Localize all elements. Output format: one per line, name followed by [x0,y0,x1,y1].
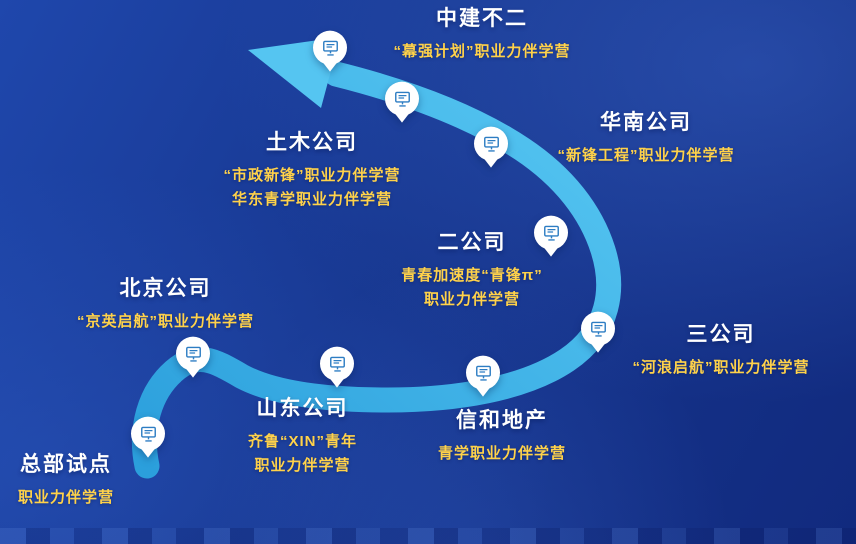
milestone-desc: “新锋工程”职业力伴学营 [557,147,735,165]
map-pin [473,126,509,168]
milestone-xinhe: 信和地产 青学职业力伴学营 [416,408,588,466]
pin-tail [476,387,490,397]
pin-tail [484,158,498,168]
milestone-desc: 职业力伴学营 [423,291,520,309]
milestone-name: 山东公司 [256,397,349,420]
monitor-icon [185,346,201,362]
milestone-desc: 职业力伴学营 [17,489,114,507]
monitor-icon [394,91,410,107]
monitor-icon [543,225,559,241]
milestone-desc: “京英启航”职业力伴学营 [76,313,254,331]
milestone-name: 土木公司 [266,131,358,154]
milestone-desc: 青春加速度“青锋π” [401,267,543,285]
milestone-zhongjianbuer: 中建不二 “幕强计划”职业力伴学营 [362,6,602,64]
monitor-icon [483,136,499,152]
pin-circle [131,416,165,451]
milestone-tumu: 土木公司 “市政新锋”职业力伴学营 华东青学职业力伴学营 [192,130,432,212]
pin-circle [581,311,615,346]
map-pin [533,215,569,257]
milestone-name: 二公司 [437,231,507,254]
city-skyline-strip [0,528,856,544]
monitor-icon [590,321,606,337]
milestone-shandong: 山东公司 齐鲁“XIN”青年 职业力伴学营 [220,396,385,478]
pin-tail [395,113,409,123]
map-pin [580,311,616,353]
milestone-sangongsi: 三公司 “河浪启航”职业力伴学营 [600,322,842,380]
milestone-desc: 齐鲁“XIN”青年 [247,433,357,451]
milestone-name: 信和地产 [456,409,548,432]
map-pin [384,81,420,123]
milestone-desc: “幕强计划”职业力伴学营 [393,43,571,61]
pin-circle [534,215,568,250]
pin-circle [385,81,419,116]
monitor-icon [322,40,338,56]
milestone-name: 北京公司 [119,277,212,300]
pin-circle [466,355,500,390]
milestone-desc: 青学职业力伴学营 [437,445,566,463]
map-pin [130,416,166,458]
pin-tail [141,448,155,458]
milestone-ergongsi: 二公司 青春加速度“青锋π” 职业力伴学营 [372,230,572,312]
milestone-desc: “河浪启航”职业力伴学营 [632,359,810,377]
pin-tail [186,368,200,378]
monitor-icon [329,356,345,372]
milestone-desc: “市政新锋”职业力伴学营 [223,167,401,185]
milestone-huanan: 华南公司 “新锋工程”职业力伴学营 [526,110,766,168]
pin-tail [323,62,337,72]
milestone-name: 华南公司 [600,111,692,134]
pin-tail [544,247,558,257]
pin-circle [320,346,354,381]
monitor-icon [475,365,491,381]
pin-circle [176,336,210,371]
milestone-zongbu: 总部试点 职业力伴学营 [0,452,136,510]
map-pin [312,30,348,72]
milestone-name: 总部试点 [20,453,112,476]
milestone-name: 中建不二 [436,7,528,30]
pin-circle [313,30,347,65]
pin-circle [474,126,508,161]
map-pin [175,336,211,378]
pin-tail [330,378,344,388]
milestone-beijing: 北京公司 “京英启航”职业力伴学营 [38,276,293,334]
monitor-icon [140,426,156,442]
map-pin [319,346,355,388]
milestone-desc: 职业力伴学营 [254,457,351,475]
pin-tail [591,343,605,353]
milestone-desc: 华东青学职业力伴学营 [231,191,392,209]
milestone-name: 三公司 [686,323,756,346]
map-pin [465,355,501,397]
